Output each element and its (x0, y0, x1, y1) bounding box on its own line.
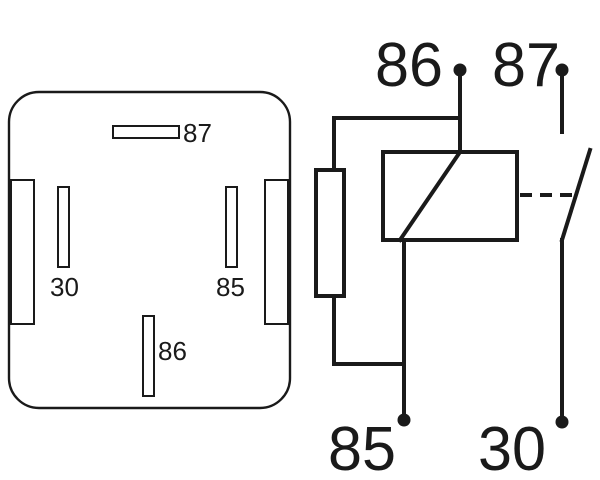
relay-footprint (7, 90, 292, 410)
suppression-resistor (314, 168, 346, 298)
footprint-label-85: 85 (216, 272, 245, 302)
relay-coil (381, 150, 519, 242)
footprint-label-87: 87 (183, 118, 212, 148)
terminal-dots (397, 63, 569, 429)
left-mounting-tab (10, 179, 35, 325)
terminal-dot-30 (555, 415, 569, 429)
pin-85-blade (225, 186, 238, 268)
schematic-label-87: 87 (492, 31, 560, 100)
schematic-label-85: 85 (328, 415, 396, 480)
terminal-dot-85 (397, 413, 411, 427)
pin-87-blade (112, 125, 180, 139)
wire-resistor-to-85 (332, 294, 406, 366)
terminal-dot-86 (453, 63, 467, 77)
footprint-label-30: 30 (50, 272, 79, 302)
terminal-dot-87 (555, 63, 569, 77)
pin-86-blade (142, 315, 155, 397)
schematic-label-86: 86 (375, 31, 443, 100)
schematic-label-30: 30 (478, 415, 546, 480)
coil-diagonal (397, 149, 463, 243)
relay-body-outline (7, 90, 292, 410)
footprint-label-86: 86 (158, 336, 187, 366)
relay-schematic (314, 70, 593, 422)
pin-30-blade (57, 186, 70, 268)
wire-86-to-resistor (332, 116, 462, 172)
switch-contact-blade (559, 147, 593, 243)
right-mounting-tab (264, 179, 289, 325)
